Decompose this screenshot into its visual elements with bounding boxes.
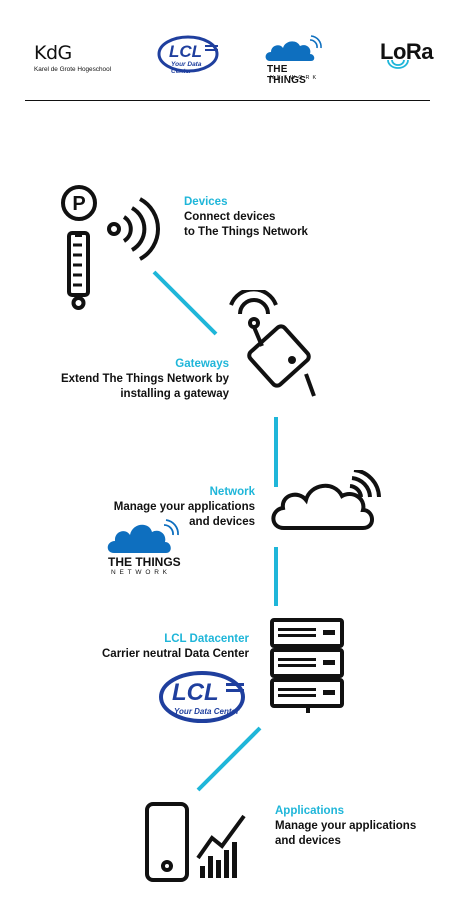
datacenter-label: LCL Datacenter Carrier neutral Data Cent… <box>60 632 249 662</box>
connector-devices-gateway <box>152 270 218 336</box>
lora-wordmark: LoRa <box>380 39 434 64</box>
kdg-subtitle: Karel de Grote Hogeschool <box>34 66 112 73</box>
cloud-icon <box>271 470 381 530</box>
cloud-signal-icon <box>349 470 381 498</box>
network-desc-line2: and devices <box>189 516 255 528</box>
ttn-header-logo: THE THINGS NETWORK <box>264 34 328 86</box>
devices-label: Devices Connect devices to The Things Ne… <box>184 195 308 240</box>
gateways-label: Gateways Extend The Things Network by in… <box>40 357 229 402</box>
datacenter-lcl-logo: LCL Your Data Center <box>158 669 250 725</box>
datacenter-lcl-wordmark: LCL <box>172 679 219 706</box>
lora-logo: LoRa <box>380 39 434 69</box>
devices-desc-line2: to The Things Network <box>184 226 308 238</box>
network-ttn-cloud-icon <box>107 519 179 553</box>
applications-label: Applications Manage your applications an… <box>275 804 416 849</box>
ttn-subtitle: NETWORK <box>270 75 320 81</box>
ttn-title: THE THINGS <box>267 64 306 86</box>
gateways-desc-line1: Extend The Things Network by <box>60 373 229 385</box>
thermometer-icon <box>67 231 90 310</box>
applications-desc-line2: and devices <box>275 835 341 847</box>
lcl-ring-icon <box>157 35 219 73</box>
devices-icon: P <box>61 185 160 310</box>
parking-sign-icon <box>61 185 97 221</box>
network-desc-line1: Manage your applications <box>113 501 255 513</box>
datacenter-title: LCL Datacenter <box>164 633 249 645</box>
header-divider <box>25 100 430 101</box>
wireless-signal-icon <box>107 197 160 261</box>
applications-desc-line1: Manage your applications <box>275 820 417 832</box>
network-title: Network <box>209 486 255 498</box>
datacenter-desc-line1: Carrier neutral Data Center <box>102 648 249 660</box>
devices-title: Devices <box>184 196 228 208</box>
smartphone-icon <box>145 802 189 882</box>
lcl-subtitle: Your Data Center <box>171 61 202 75</box>
bar-chart-icon <box>196 814 246 878</box>
network-ttn-title: THE THINGS <box>108 555 181 569</box>
parking-letter: P <box>72 193 85 215</box>
lora-signal-icon <box>387 59 409 69</box>
datacenter-lcl-ring-icon <box>159 671 245 723</box>
gateways-title: Gateways <box>175 358 229 370</box>
network-label: Network Manage your applications and dev… <box>60 485 255 530</box>
server-rack-icon <box>270 618 344 713</box>
lcl-wordmark: LCL <box>169 42 203 61</box>
applications-icon <box>145 802 246 882</box>
gateway-icon <box>229 290 316 397</box>
connector-datacenter-apps <box>196 726 262 792</box>
datacenter-lcl-subtitle: Your Data Center <box>174 707 240 716</box>
network-ttn-subtitle: NETWORK <box>111 569 171 576</box>
network-ttn-logo: THE THINGS NETWORK <box>106 517 186 579</box>
lcl-logo: LCL Your Data Center <box>157 34 223 75</box>
gateways-desc-line2: installing a gateway <box>120 388 229 400</box>
ttn-cloud-icon <box>265 35 322 61</box>
kdg-wordmark: KdG <box>34 42 72 64</box>
kdg-logo: KdG Karel de Grote Hogeschool <box>34 42 112 74</box>
applications-title: Applications <box>275 805 345 817</box>
devices-desc-line1: Connect devices <box>184 211 276 223</box>
